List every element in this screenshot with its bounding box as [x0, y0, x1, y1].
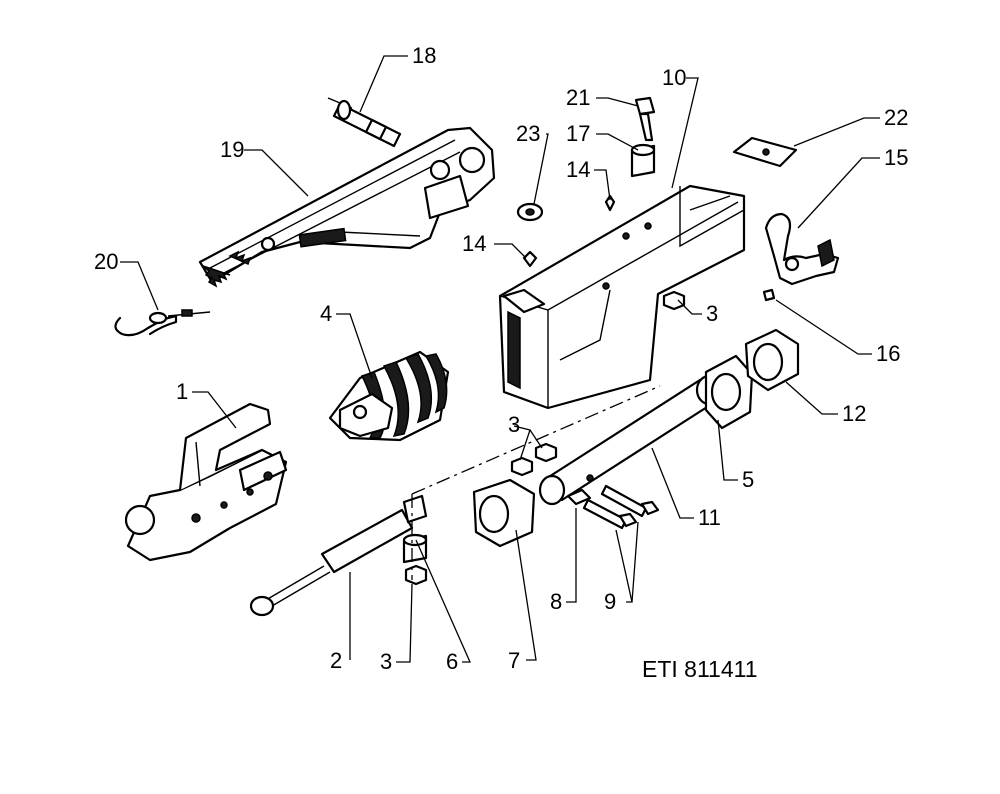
- part-9-bolts: [582, 484, 660, 530]
- part-8-pin: [566, 488, 592, 506]
- callout-12: 12: [842, 401, 866, 426]
- part-21-bolt: [634, 96, 656, 142]
- part-3-nut-frame: [662, 290, 686, 311]
- callout-1: 1: [176, 379, 188, 404]
- callout-2: 2: [330, 648, 342, 673]
- callout-5: 5: [742, 467, 754, 492]
- part-12-bushing: [744, 328, 800, 392]
- callout-20: 20: [94, 249, 118, 274]
- callout-3-frame: 3: [706, 301, 718, 326]
- part-14-grease-nipple-lower: [522, 250, 538, 268]
- part-1-coupling-head: [124, 402, 288, 562]
- part-3-nut-lower: [404, 564, 428, 586]
- callout-18: 18: [412, 43, 436, 68]
- part-23-washer: [516, 202, 544, 222]
- callout-3-lower: 3: [380, 649, 392, 674]
- callout-4: 4: [320, 301, 332, 326]
- part-5-flange: [704, 354, 754, 430]
- part-4-bellows: [328, 350, 450, 442]
- callout-17: 17: [566, 121, 590, 146]
- part-20-clip-pin: [114, 309, 211, 337]
- callout-6: 6: [446, 649, 458, 674]
- callout-labels: 18 19 20 1 4 2 3 6 7 8 9 11 5 12 3 16 15…: [94, 43, 908, 674]
- callout-15: 15: [884, 145, 908, 170]
- callout-7: 7: [508, 648, 520, 673]
- callout-14-lower: 14: [462, 231, 486, 256]
- callout-8: 8: [550, 589, 562, 614]
- callout-21: 21: [566, 85, 590, 110]
- part-16-small-pin: [762, 288, 776, 302]
- part-15-lever: [764, 212, 840, 286]
- callout-16: 16: [876, 341, 900, 366]
- part-17-spacer: [630, 143, 656, 178]
- part-2-shock-absorber: [249, 494, 428, 617]
- callout-9: 9: [604, 589, 616, 614]
- part-18-pin: [327, 97, 402, 148]
- part-19-tow-arm: [198, 126, 496, 288]
- part-3-nuts-upper: [510, 442, 558, 477]
- part-22-plate: [732, 136, 798, 168]
- callout-11: 11: [698, 505, 721, 530]
- part-7-bushing: [472, 478, 536, 548]
- leader-lines: [120, 55, 880, 663]
- callout-14-upper: 14: [566, 157, 590, 182]
- part-10-frame: [498, 184, 746, 410]
- callout-23: 23: [516, 121, 540, 146]
- callout-19: 19: [220, 137, 244, 162]
- callout-10: 10: [662, 65, 686, 90]
- part-6-spacer: [402, 533, 428, 564]
- document-reference: ETI 811411: [642, 656, 758, 682]
- callout-22: 22: [884, 105, 908, 130]
- part-14-grease-nipple-upper: [604, 194, 616, 212]
- callout-3-middle: 3: [508, 412, 520, 437]
